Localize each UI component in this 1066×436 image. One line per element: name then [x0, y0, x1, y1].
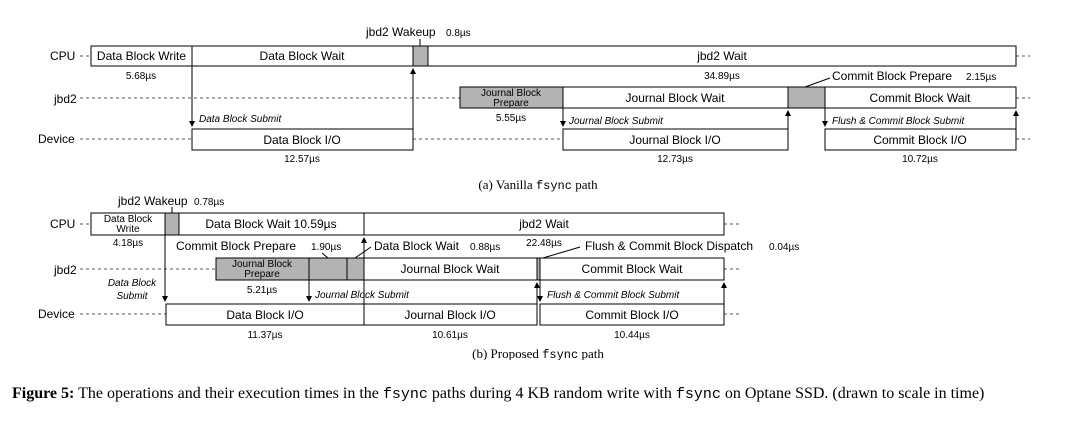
jbd2-wait-box [427, 45, 1017, 67]
commit-prepare-pointer [804, 77, 831, 88]
data-block-wait-label: Data Block Wait [260, 49, 346, 63]
journal-block-io-box-b [363, 303, 538, 326]
journal-block-prepare-label-b-2: Prepare [244, 269, 280, 280]
data-block-wait-2-label-b: Data Block Wait [374, 239, 460, 253]
journal-block-submit-label: Journal Block Submit [568, 116, 664, 127]
caption-text-1: The operations and their execution times… [74, 385, 383, 402]
data-block-write-label-b-1: Data Block [104, 214, 153, 225]
subfigure-b-caption: (b) Proposed fsync path [472, 346, 604, 360]
jbd2-wakeup-box [412, 45, 429, 67]
time-journal-block-prepare: 5.55µs [496, 113, 526, 124]
jbd2-wakeup-label-b: jbd2 Wakeup [117, 194, 188, 208]
time-data-block-io: 12.57µs [284, 154, 320, 165]
journal-block-io-label: Journal Block I/O [629, 133, 720, 147]
data-block-submit-label: Data Block Submit [199, 114, 282, 125]
time-journal-block-io-b: 10.61µs [432, 330, 468, 341]
commit-block-wait-box-b [539, 257, 725, 281]
jbd2-wait-label: jbd2 Wait [696, 49, 747, 63]
figure-label: Figure 5: [12, 385, 75, 402]
jbd2-wakeup-box-b [164, 212, 180, 236]
row-label-cpu-b: CPU [50, 217, 75, 231]
journal-block-wait-label: Journal Block Wait [626, 91, 726, 105]
flush-dispatch-label-b: Flush & Commit Block Dispatch [585, 239, 753, 253]
time-jbd2-wakeup-b: 0.78µs [194, 197, 224, 208]
flush-commit-submit-label-b: Flush & Commit Block Submit [547, 290, 680, 301]
time-flush-dispatch-b: 0.04µs [769, 242, 799, 253]
commit-block-prepare-label-b: Commit Block Prepare [176, 239, 296, 253]
journal-block-prepare-label-2: Prepare [493, 98, 529, 109]
row-label-device-b: Device [38, 307, 75, 321]
jbd2-wait-box-b [363, 212, 725, 236]
data-block-io-label-b: Data Block I/O [226, 308, 303, 322]
time-jbd2-wakeup: 0.8µs [446, 28, 471, 39]
journal-block-prepare-label-b-1: Journal Block [232, 259, 293, 270]
row-label-jbd2-b: jbd2 [53, 263, 77, 277]
commit-prepare-pointer-b [321, 252, 329, 259]
commit-block-prepare-box-b [308, 257, 348, 281]
commit-block-wait-label-b: Commit Block Wait [582, 262, 684, 276]
data-block-submit-label-b-2: Submit [116, 291, 148, 302]
journal-block-io-label-b: Journal Block I/O [404, 308, 495, 322]
data-block-wait-label-b: Data Block Wait 10.59µs [205, 217, 336, 231]
figure-caption: Figure 5: The operations and their execu… [12, 384, 1057, 405]
time-commit-block-io-b: 10.44µs [614, 330, 650, 341]
journal-block-io-box [562, 128, 789, 151]
time-jbd2-wait-b: 22.48µs [526, 238, 562, 249]
data-block-write-label-b-2: Write [116, 224, 140, 235]
data-block-io-box [191, 128, 414, 151]
commit-block-prepare-label: Commit Block Prepare [832, 69, 952, 83]
journal-block-submit-label-b: Journal Block Submit [314, 290, 410, 301]
data-block-write-label: Data Block Write [97, 49, 186, 63]
time-data-block-write: 5.68µs [126, 71, 156, 82]
time-commit-block-prepare: 2.15µs [966, 72, 996, 83]
time-commit-block-prepare-b: 1.90µs [311, 242, 341, 253]
time-data-block-io-b: 11.37µs [247, 330, 282, 341]
commit-block-wait-label: Commit Block Wait [870, 91, 972, 105]
caption-code-2: fsync [675, 386, 721, 403]
row-label-cpu: CPU [50, 49, 75, 63]
jbd2-wakeup-label: jbd2 Wakeup [365, 25, 436, 39]
jbd2-wait-label-b: jbd2 Wait [518, 217, 569, 231]
data-block-io-label: Data Block I/O [263, 133, 340, 147]
commit-block-io-box [824, 128, 1017, 151]
flush-dispatch-pointer-b [542, 246, 581, 259]
data-wait-2-pointer-b [354, 246, 372, 259]
commit-block-io-label: Commit Block I/O [873, 133, 966, 147]
time-jbd2-wait: 34.89µs [704, 71, 740, 82]
commit-block-prepare-box [787, 86, 826, 109]
data-block-submit-label-b-1: Data Block [108, 278, 157, 289]
caption-code-1: fsync [382, 386, 428, 403]
time-data-block-write-b: 4.18µs [113, 238, 143, 249]
time-data-block-wait-2-b: 0.88µs [470, 242, 500, 253]
caption-text-3: on Optane SSD. (drawn to scale in time) [720, 385, 985, 402]
row-label-jbd2: jbd2 [53, 92, 77, 106]
subfigure-a-caption: (a) Vanilla fsync path [478, 177, 598, 193]
journal-block-prepare-label-1: Journal Block [481, 88, 542, 99]
row-label-device: Device [38, 132, 75, 146]
time-commit-block-io: 10.72µs [902, 154, 938, 165]
caption-text-2: paths during 4 KB random write with [427, 385, 676, 402]
data-block-wait-2-box-b [346, 257, 365, 281]
commit-block-io-label-b: Commit Block I/O [585, 308, 678, 322]
commit-block-wait-box [824, 86, 1017, 109]
time-journal-block-io: 12.73µs [657, 154, 693, 165]
commit-block-io-box-b [539, 303, 725, 326]
journal-block-wait-label-b: Journal Block Wait [401, 262, 501, 276]
time-journal-block-prepare-b: 5.21µs [247, 285, 277, 296]
fsync-timeline-diagram: CPU jbd2 Device Data Block Write Data Bl… [38, 25, 1030, 360]
flush-commit-submit-label: Flush & Commit Block Submit [832, 116, 965, 127]
